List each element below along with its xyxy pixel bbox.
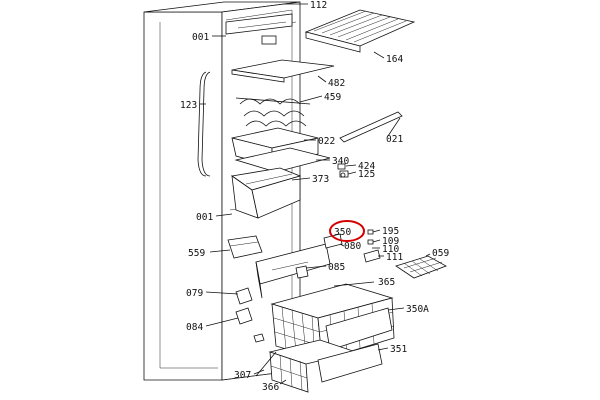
label-059: 059 [432, 248, 449, 259]
label-365: 365 [378, 277, 395, 288]
label-373: 373 [312, 174, 329, 185]
label-125: 125 [358, 169, 375, 180]
label-164: 164 [386, 54, 403, 65]
label-424: 424 [358, 161, 375, 172]
label-001-top: 001 [192, 32, 209, 43]
drawer-panel-351 [317, 343, 383, 383]
freezer-flap-559 [227, 235, 263, 259]
label-350a: 350A [406, 304, 429, 315]
label-350: 350 [334, 227, 351, 238]
label-112: 112 [310, 0, 327, 11]
label-366: 366 [262, 382, 279, 393]
clip-085 [295, 265, 309, 279]
label-351: 351 [390, 344, 407, 355]
part-labels: 112 001 164 482 123 459 022 021 340 424 … [180, 0, 449, 393]
label-340: 340 [332, 156, 349, 167]
hardware-parts [323, 229, 381, 263]
hinge-parts [337, 163, 349, 178]
rail-021 [339, 111, 403, 143]
label-001-mid: 001 [196, 212, 213, 223]
label-080: 080 [344, 241, 361, 252]
label-482: 482 [328, 78, 345, 89]
glass-shelf-482 [231, 59, 335, 83]
label-459: 459 [324, 92, 341, 103]
label-123: 123 [180, 100, 197, 111]
label-110: 110 [382, 244, 399, 255]
drawer-front-350 [255, 243, 331, 299]
top-cover-part [225, 13, 293, 45]
label-085: 085 [328, 262, 345, 273]
bracket-parts [235, 287, 277, 377]
label-084: 084 [186, 322, 203, 333]
drawer-panel-350a [325, 307, 393, 351]
ice-tray-059 [395, 255, 447, 279]
label-111: 111 [386, 252, 403, 263]
label-195: 195 [382, 226, 399, 237]
label-109: 109 [382, 236, 399, 247]
highlight-circle [329, 220, 365, 242]
label-559: 559 [188, 248, 205, 259]
label-307: 307 [234, 370, 251, 381]
wire-grille-164 [304, 9, 416, 53]
label-021: 021 [386, 134, 403, 145]
bottle-rack-459 [235, 97, 311, 127]
label-079: 079 [186, 288, 203, 299]
label-022: 022 [318, 136, 335, 147]
leader-lines [200, 3, 431, 385]
crisper-drawer-373 [230, 147, 331, 219]
door-seal-part [197, 71, 211, 177]
